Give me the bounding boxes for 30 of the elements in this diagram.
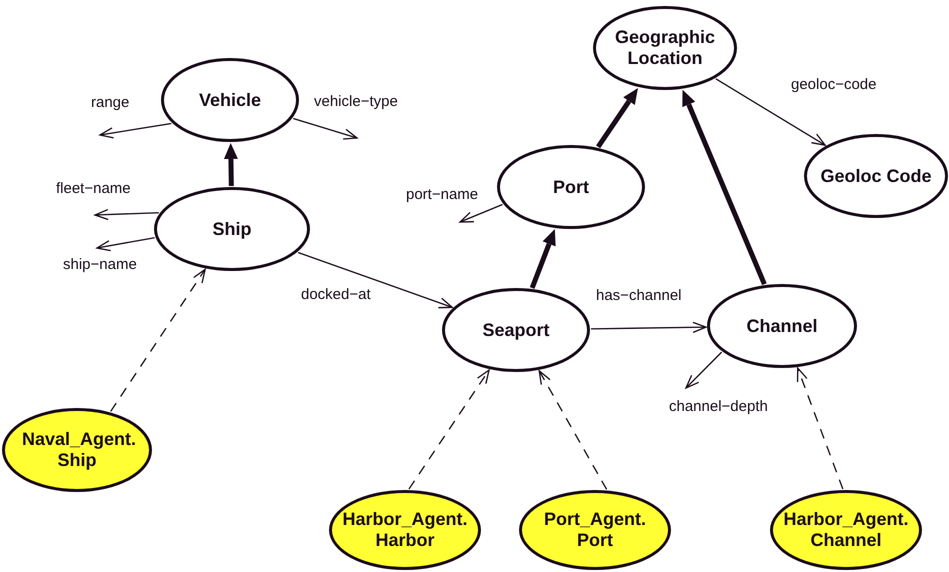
dashed-arrow xyxy=(796,367,844,490)
arrow xyxy=(293,118,358,140)
arrow xyxy=(94,208,159,220)
node-label: Ship xyxy=(212,218,252,240)
edge-label: port−name xyxy=(405,186,480,203)
arrow xyxy=(459,204,503,223)
edge-label: ship−name xyxy=(62,256,138,273)
dashed-arrow xyxy=(538,370,608,490)
node-label: Vehicle xyxy=(198,90,262,110)
arrow xyxy=(96,237,155,252)
edge-label: vehicle−type xyxy=(313,93,399,110)
node-label: Port_Agent. Port xyxy=(542,509,647,551)
node-label: Harbor_Agent. Harbor xyxy=(342,509,468,551)
dashed-arrow xyxy=(408,369,490,490)
arrow xyxy=(716,78,826,146)
node-label: Harbor_Agent. Channel xyxy=(784,509,908,551)
node-label: Geoloc Code xyxy=(819,166,932,186)
node-label: Port xyxy=(552,176,590,198)
edge-label: geoloc−code xyxy=(790,76,878,93)
node-label: Channel xyxy=(745,316,818,336)
edge-label: channel−depth xyxy=(668,398,769,415)
arrow xyxy=(298,252,453,308)
arrow xyxy=(590,322,707,333)
node-label: Seaport xyxy=(481,320,551,340)
arrow xyxy=(685,352,722,389)
arrow xyxy=(99,122,172,138)
node-label: Geographic Location xyxy=(614,27,716,69)
thick-arrow xyxy=(682,90,767,286)
thick-arrow xyxy=(530,229,556,289)
thick-arrow xyxy=(224,143,238,186)
